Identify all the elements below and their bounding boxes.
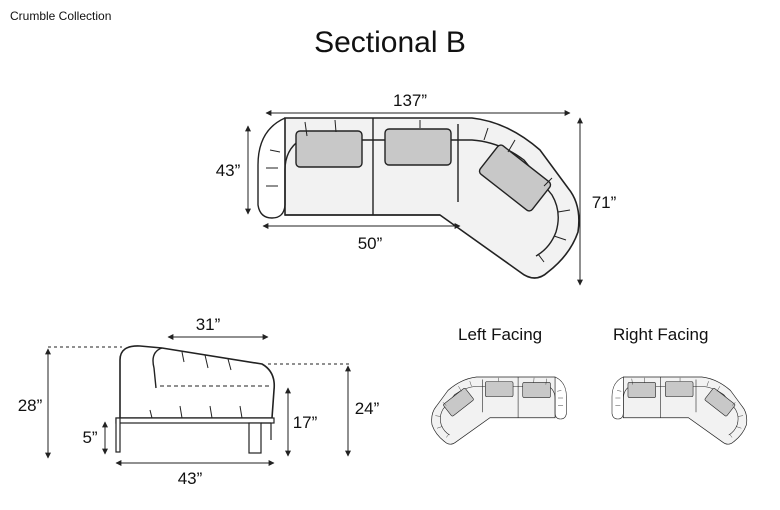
side-seat-depth-label: 31” bbox=[196, 315, 221, 334]
left-facing-label: Left Facing bbox=[458, 325, 543, 344]
brand-label: Crumble Collection bbox=[10, 9, 112, 23]
top-depth-label: 71” bbox=[592, 193, 617, 212]
right-facing-thumbnail bbox=[611, 376, 748, 445]
top-view: 137” 43” 71” 50” bbox=[216, 91, 617, 286]
top-width-label: 137” bbox=[393, 91, 427, 110]
side-total-height-label: 28” bbox=[18, 396, 43, 415]
left-facing-thumbnail bbox=[431, 376, 567, 445]
top-seat-width-label: 50” bbox=[358, 234, 383, 253]
side-depth-label: 43” bbox=[178, 469, 203, 488]
page-title: Sectional B bbox=[314, 26, 466, 59]
side-leg-height-label: 5” bbox=[82, 428, 97, 447]
side-arm-height-label: 24” bbox=[355, 399, 380, 418]
right-facing-label: Right Facing bbox=[613, 325, 709, 344]
side-seat-height-label: 17” bbox=[293, 413, 318, 432]
side-view: 31” 28” 24” 17” 5” 43” bbox=[18, 315, 380, 488]
top-left-height-label: 43” bbox=[216, 161, 241, 180]
